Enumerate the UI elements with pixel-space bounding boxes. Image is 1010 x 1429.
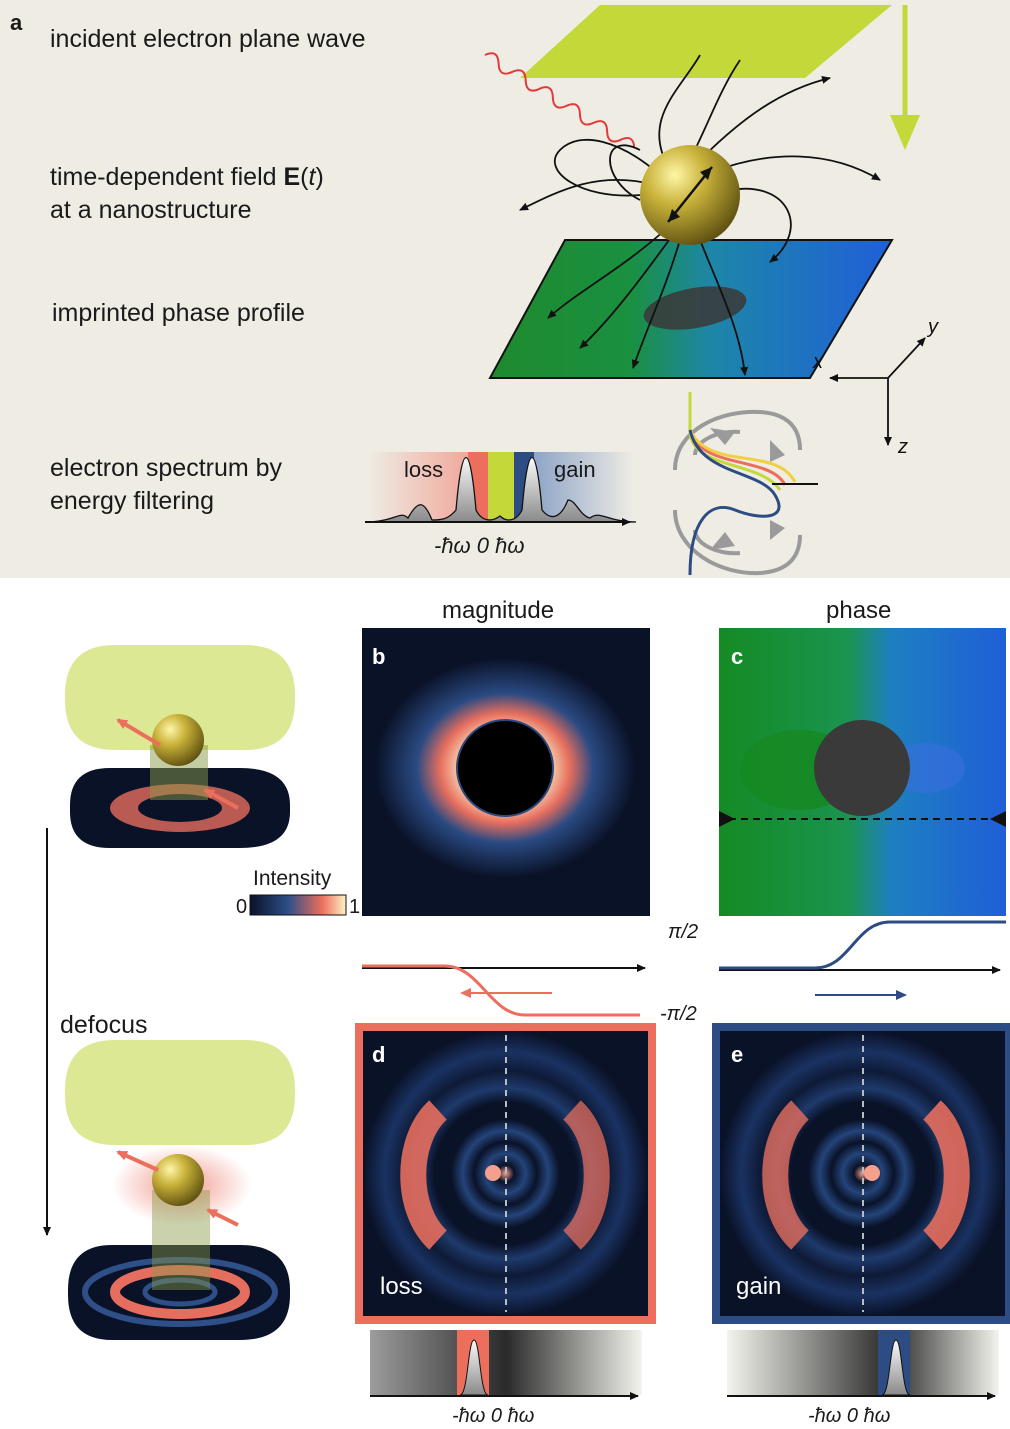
red-arrow-top-2 xyxy=(203,788,239,810)
phase-level-bottom: -π/2 xyxy=(660,1003,697,1025)
gold-particle-top xyxy=(152,714,204,766)
red-arrow-bottom-1 xyxy=(116,1150,159,1172)
light-wave xyxy=(484,52,636,149)
row-label-field-text: time-dependent field xyxy=(50,163,284,191)
spectrum-gain-label: gain xyxy=(554,457,596,482)
panel-d-arc-left xyxy=(400,1100,448,1250)
row-label-phase-profile: imprinted phase profile xyxy=(52,299,305,327)
colorbar-title: Intensity xyxy=(253,867,332,890)
row-label-spectrum: electron spectrum by xyxy=(50,454,283,482)
panel-b-label: b xyxy=(372,644,385,669)
panel-e-center-spot xyxy=(864,1165,880,1181)
filter-peak-e xyxy=(881,1339,911,1396)
spectrum-peaks xyxy=(364,457,637,523)
particle-shadow xyxy=(643,286,747,330)
panel-e-label: e xyxy=(731,1042,743,1067)
bottom-illustration xyxy=(65,1040,295,1340)
colorbar xyxy=(249,894,347,916)
panel-d-center-spot xyxy=(485,1165,501,1181)
panel-d-arc-right xyxy=(562,1100,610,1250)
row-label-field-line2: at a nanostructure xyxy=(50,196,252,224)
axis-label-y: y xyxy=(926,316,939,338)
panel-d-label: d xyxy=(372,1042,385,1067)
coordinate-axes xyxy=(829,337,926,446)
zero-loss-band xyxy=(488,452,514,522)
filter-axis-label-e: -ħω 0 ħω xyxy=(808,1405,890,1427)
particle-region-c xyxy=(814,720,910,816)
red-arrow-top-1 xyxy=(116,718,162,747)
top-illustration xyxy=(65,645,295,848)
particle-column-bottom xyxy=(152,1190,210,1290)
panel-e-arc-left xyxy=(762,1100,810,1250)
ring-bottom-mid xyxy=(110,1265,250,1319)
plane-wave-sheet xyxy=(520,5,892,78)
energy-filter xyxy=(673,392,818,576)
colorbar-max: 1 xyxy=(349,896,360,918)
red-arrow-bottom-2 xyxy=(206,1208,239,1227)
ring-bottom-inner xyxy=(142,1277,218,1307)
field-lines xyxy=(519,54,881,376)
row-label-plane-wave: incident electron plane wave xyxy=(50,25,366,53)
intensity-center-top xyxy=(138,794,222,822)
gold-particle-bottom xyxy=(152,1154,204,1206)
panel-c-label: c xyxy=(731,644,743,669)
panel-d-caption: loss xyxy=(380,1273,423,1300)
cut-marker-left xyxy=(719,811,735,827)
panel-e-arc-right xyxy=(922,1100,970,1250)
panel-a-label: a xyxy=(10,10,23,35)
particle-region-b xyxy=(456,719,554,817)
row-label-field-symbol: E xyxy=(283,163,301,191)
cut-marker-right xyxy=(990,811,1006,827)
ring-bottom-outer xyxy=(82,1257,278,1327)
plane-wave-patch-bottom xyxy=(65,1040,295,1145)
row-label-field-time: t xyxy=(308,163,316,191)
colorbar-min: 0 xyxy=(236,896,247,918)
filter-axis-label-d: -ħω 0 ħω xyxy=(452,1405,534,1427)
loss-phase-curve xyxy=(362,964,640,1017)
filter-strip-e xyxy=(727,1330,999,1395)
axis-label-z: z xyxy=(897,436,908,458)
panel-e-caption: gain xyxy=(736,1273,781,1300)
propagation-arrow-head xyxy=(890,115,920,150)
panel-c-header: phase xyxy=(826,597,891,624)
row-label-field: time-dependent field E(t) xyxy=(50,162,324,193)
panel-b-header: magnitude xyxy=(442,597,554,624)
spectrum-loss-label: loss xyxy=(404,457,443,482)
row-label-field-paren-open: ( xyxy=(300,163,309,191)
filter-peak-d xyxy=(459,1339,489,1396)
spectrum-axis-label: -ħω 0 ħω xyxy=(434,533,525,558)
row-label-field-paren-close: ) xyxy=(315,163,324,191)
phase-level-top: π/2 xyxy=(668,921,698,943)
dipole-arrow-head-top xyxy=(700,167,712,180)
row-label-spectrum-line2: energy filtering xyxy=(50,487,214,515)
axis-label-x: x xyxy=(812,351,824,373)
dipole-arrow-head-bottom xyxy=(668,209,680,222)
filter-strip-d xyxy=(370,1330,642,1395)
gain-phase-curve xyxy=(719,920,1006,970)
defocus-label: defocus xyxy=(60,1011,148,1039)
gain-region xyxy=(534,452,634,522)
